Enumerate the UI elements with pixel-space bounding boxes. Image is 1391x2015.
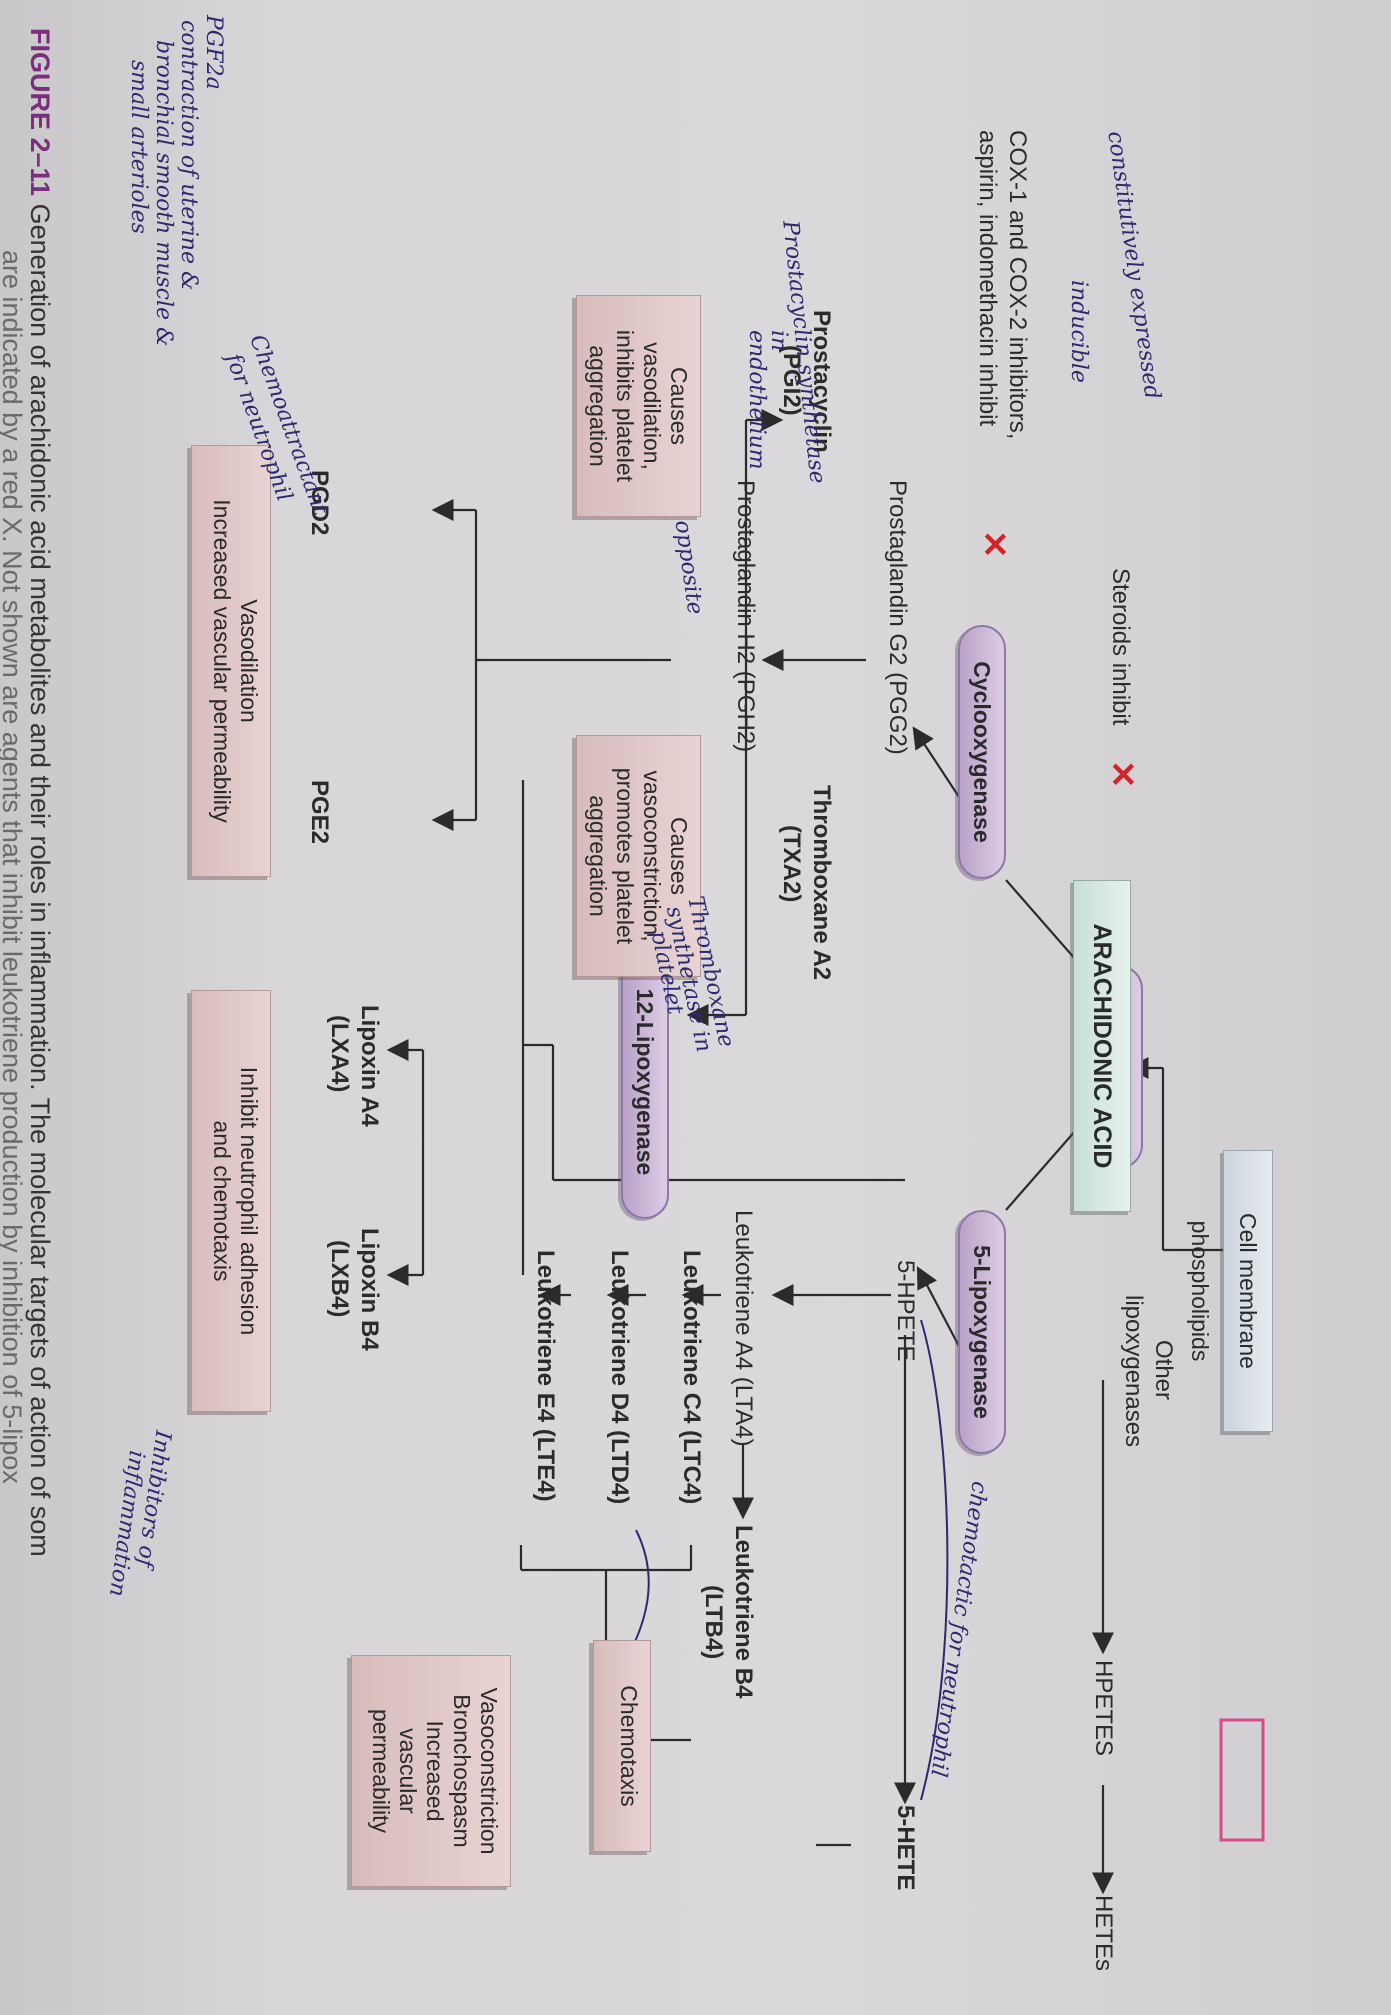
ltb4-line2: (LTB4) [700,1585,727,1660]
ltb4-line1: Leukotriene B4 [730,1525,757,1699]
5-hete-label: 5-HETE [892,1805,919,1891]
hpetes-label: HPETES [1090,1660,1117,1757]
ltc4-label: Leukotriene C4 (LTC4) [678,1250,705,1505]
note-prostacyclin-synth-2: in [766,330,791,352]
note-pgf2a-2: contraction of uterine & [176,20,201,291]
ltb4-chemotaxis-box: Chemotaxis [593,1640,651,1852]
thromboxane-line1: Thromboxane A2 [808,785,835,981]
caption-line1: Generation of arachidonic acid metabolit… [25,203,55,1557]
cox-inhibit-x-icon: ✕ [975,530,1013,559]
cell-membrane-box: Cell membrane phospholipids [1187,1150,1273,1432]
other-lipoxygenases-line1: Other [1150,1340,1177,1401]
leukotriene-effect-box: Vasoconstriction Bronchospasm Increased … [351,1655,511,1887]
pge2-label: PGE2 [306,780,333,845]
5-lipoxygenase-enzyme: 5-Lipoxygenase [958,1210,1006,1454]
steroids-inhibit-label: Steroids inhibit [1107,568,1134,726]
note-prostacyclin-synth-3: endothelium [744,330,769,470]
cox-inhibitors-line1: COX-1 and COX-2 inhibitors, [1004,130,1031,440]
note-pgf2a-4: small arterioles [126,60,151,234]
note-inducible: inducible [1066,280,1091,383]
thromboxane-line2: (TXA2) [778,825,805,903]
lxb4-line1: Lipoxin B4 [356,1228,383,1351]
other-lipoxygenases-line2: lipoxygenases [1120,1295,1147,1448]
pgh2-label: Prostaglandin H2 (PGH2) [732,480,759,753]
ltd4-label: Leukotriene D4 (LTD4) [606,1250,633,1505]
5-hpete-label: 5-HPETE [892,1260,919,1362]
prostacyclin-effect-box: Causes vasodilation, inhibits platelet a… [576,295,701,517]
hetes-label: HETEs [1090,1895,1117,1972]
lte4-label: Leukotriene E4 (LTE4) [532,1250,559,1502]
steroid-inhibit-x-icon: ✕ [1103,760,1141,789]
caption-line2: are indicated by a red X. Not shown are … [0,250,27,1484]
lxb4-line2: (LXB4) [326,1240,353,1318]
pgg2-label: Prostaglandin G2 (PGG2) [884,480,911,755]
pgd2-pge2-effect-box: Vasodilation Increased vascular permeabi… [191,445,271,877]
figure-caption: FIGURE 2–11 Generation of arachidonic ac… [24,28,55,1557]
lta4-label: Leukotriene A4 (LTA4) [730,1210,757,1447]
figure-label: FIGURE 2–11 [25,28,55,197]
note-pgf2a-1: PGF2a [201,15,226,90]
lxa4-line1: Lipoxin A4 [356,1005,383,1127]
lipoxin-effect-box: Inhibit neutrophil adhesion and chemotax… [191,990,271,1412]
cox-inhibitors-line2: aspirin, indomethacin inhibit [974,130,1001,427]
cyclooxygenase-enzyme: Cyclooxygenase [958,625,1006,879]
arachidonic-acid-box: ARACHIDONIC ACID [1073,880,1131,1212]
lxa4-line2: (LXA4) [326,1015,353,1093]
note-pgf2a-3: bronchial smooth muscle & [151,40,176,347]
